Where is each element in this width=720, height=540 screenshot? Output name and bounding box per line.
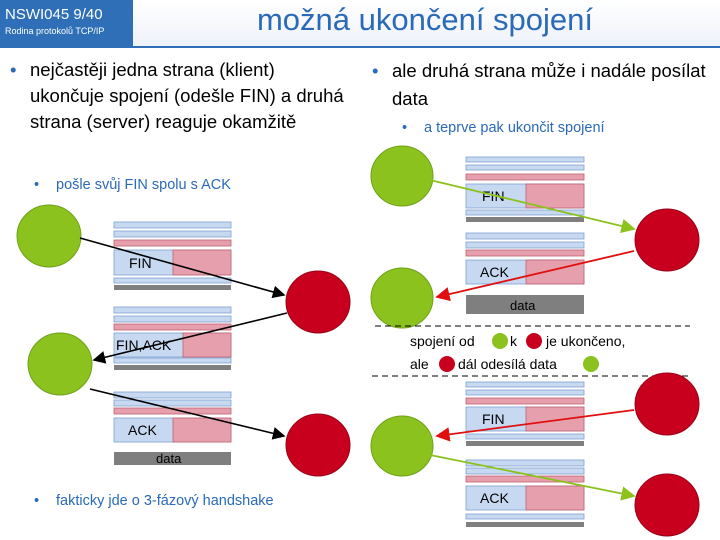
- course-subtitle: Rodina protokolů TCP/IP: [5, 26, 105, 36]
- note-line1-a: spojení od: [410, 333, 475, 349]
- bullet-icon: •: [34, 177, 40, 193]
- left-packet-ack: ACK: [128, 422, 157, 438]
- header-bar: NSWI045 9/40 Rodina protokolů TCP/IP mož…: [0, 0, 720, 46]
- right-server-circle-2: [634, 372, 700, 436]
- server-circle-1: [285, 270, 351, 334]
- right-client-circle-3: [370, 415, 434, 477]
- server-circle-2: [285, 413, 351, 477]
- right-data-label: data: [510, 298, 536, 313]
- left-bullet-text: nejčastěji jedna strana (klient) ukončuj…: [30, 59, 344, 132]
- course-badge: NSWI045 9/40 Rodina protokolů TCP/IP: [0, 0, 133, 46]
- left-packet-finack: FIN,ACK: [116, 337, 172, 353]
- note-red-dot: [526, 333, 542, 349]
- right-bottom-packet-fin: FIN: [482, 411, 505, 427]
- header-divider: [0, 46, 720, 48]
- client-circle-1: [16, 204, 82, 268]
- right-client-circle-2: [370, 267, 434, 329]
- note-green-dot: [492, 333, 508, 349]
- finack-arrow: [92, 312, 288, 364]
- left-packet-fin: FIN: [129, 255, 152, 271]
- bullet-icon: •: [402, 120, 408, 136]
- note-green-dot-2: [583, 356, 599, 372]
- fin-arrow: [79, 237, 286, 299]
- right-server-circle-3: [634, 473, 700, 537]
- course-code: NSWI045 9/40: [5, 6, 103, 23]
- bullet-icon: •: [10, 59, 17, 80]
- right-top-packet-ack: ACK: [480, 264, 509, 280]
- note-line1-b: k: [510, 333, 517, 349]
- note-red-dot-2: [439, 356, 455, 372]
- right-top-packet-stack: [465, 156, 585, 314]
- right-fin-arrow: [429, 179, 636, 234]
- note-line2-a: ale: [410, 356, 429, 372]
- bullet-icon: •: [34, 493, 40, 509]
- note-line1-c: je ukončeno,: [546, 333, 626, 349]
- right-ack-arrow: [435, 250, 635, 302]
- right-bottom-packet-stack: [465, 381, 585, 527]
- right-sub-text: a teprve pak ukončit spojení: [424, 120, 605, 136]
- right-bullet-text: ale druhá strana může i nadále posílat d…: [392, 60, 706, 109]
- client-circle-2: [27, 332, 93, 396]
- note-line2-b: dál odesílá data: [458, 356, 557, 372]
- left-data-label: data: [156, 451, 182, 466]
- left-sub-top-text: pošle svůj FIN spolu s ACK: [56, 177, 231, 193]
- right-server-circle-1: [634, 208, 700, 272]
- left-packet-stack: [113, 221, 232, 465]
- right-ack-arrow-2: [429, 454, 636, 501]
- ack-arrow: [89, 388, 286, 440]
- left-sub-bottom-text: fakticky jde o 3-fázový handshake: [56, 493, 274, 509]
- slide-title: možná ukončení spojení: [256, 2, 594, 37]
- right-fin-arrow-2: [435, 409, 635, 442]
- right-client-circle-1: [370, 145, 434, 207]
- right-bottom-packet-ack: ACK: [480, 490, 509, 506]
- bullet-icon: •: [372, 60, 379, 81]
